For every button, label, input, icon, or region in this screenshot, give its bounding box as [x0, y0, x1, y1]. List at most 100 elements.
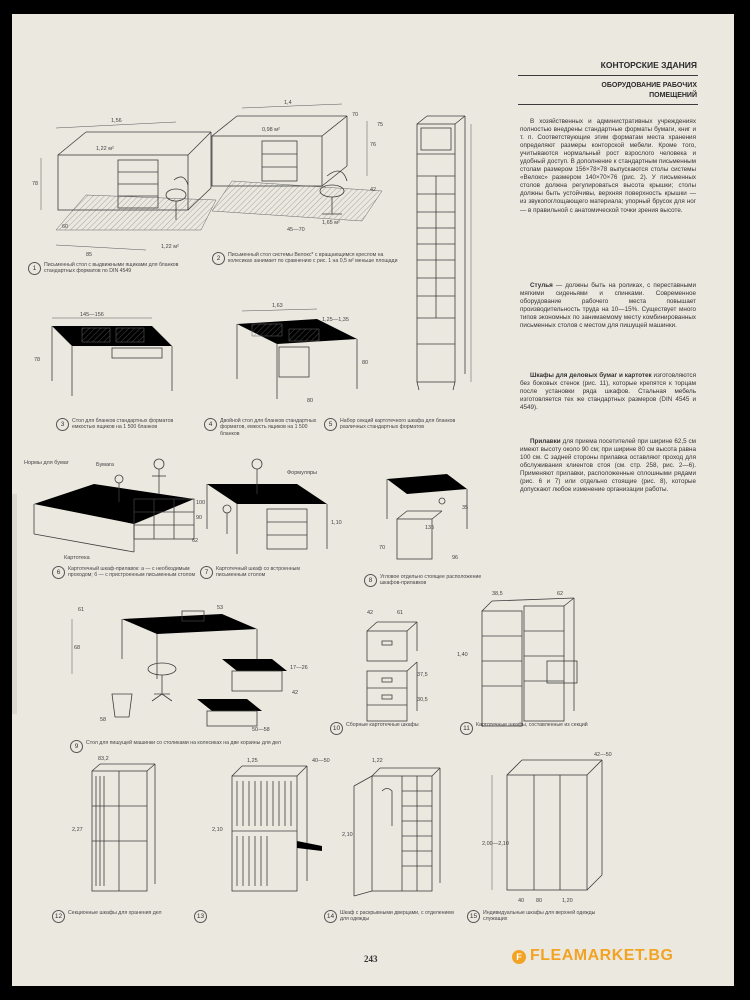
- f13-label-210: 2,10: [212, 827, 223, 833]
- f9-label-42: 42: [292, 690, 298, 696]
- caption-10-text: Сборные картотечные шкафы: [346, 722, 419, 728]
- f2-label-area2: 1,65 м²: [322, 220, 340, 226]
- body-paragraph-1: В хозяйственных и административных учреж…: [520, 118, 696, 214]
- caption-6-text: Картотечный шкаф-прилавок: а — с необход…: [68, 566, 196, 579]
- f9-label-61: 61: [78, 607, 84, 613]
- f4-label-80b: 80: [307, 398, 313, 404]
- caption-5-number: 5: [324, 418, 337, 431]
- caption-10-number: 10: [330, 722, 343, 735]
- figure-7-cabinet-with-desk: Формуляры 1,10: [206, 458, 342, 554]
- f9-label-53: 53: [217, 605, 223, 611]
- figure-9-typewriter-table: 61 68 53 17—26 42 50—58 58: [71, 605, 308, 733]
- figure-5-card-cabinet-stack: [416, 115, 472, 391]
- f11-label-62: 62: [557, 591, 563, 597]
- figure-11-sectional-card-cabinets: 38,5 62 1,40: [457, 591, 578, 727]
- f7-label-forms: Формуляры: [287, 470, 317, 476]
- f10-label-37: 37,5: [417, 672, 428, 678]
- caption-7-number: 7: [200, 566, 213, 579]
- figure-2-velox-desk: 1,4 0,98 м² 70 76 75 42 1,65 м² 45—70: [211, 100, 383, 233]
- body-paragraph-cabinets: Шкафы для деловых бумаг и картотек изгот…: [520, 372, 696, 412]
- caption-5-text: Набор секций картотечного шкафа для блан…: [340, 418, 456, 431]
- f12-label-227: 2,27: [72, 827, 83, 833]
- f3-label-78: 78: [34, 357, 40, 363]
- f8-label-35: 35: [462, 505, 468, 511]
- caption-15-text: Индивидуальные шкафы для верхней одежды …: [483, 910, 596, 923]
- caption-6-number: 6: [52, 566, 65, 579]
- page-number: 243: [364, 954, 378, 964]
- f15-label-42-50: 42—50: [594, 752, 612, 758]
- f8-label-96: 96: [452, 555, 458, 561]
- caption-9-number: 9: [70, 740, 83, 753]
- f1-label-85: 85: [86, 252, 92, 258]
- caption-13-number: 13: [194, 910, 207, 923]
- f6-label-90: 90: [196, 515, 202, 521]
- f2-label-76: 76: [370, 142, 376, 148]
- f9-label-17-26: 17—26: [290, 665, 308, 671]
- figure-4-double-desk: 1,63 1,25—1,35 80 80: [236, 303, 368, 404]
- caption-3-number: 3: [56, 418, 69, 431]
- caption-4-number: 4: [204, 418, 217, 431]
- title-rule: [518, 75, 698, 76]
- f1-label-width: 1,56: [111, 118, 122, 124]
- f13-label-40-50: 40—50: [312, 758, 330, 764]
- f4-label-range: 1,25—1,35: [322, 317, 349, 323]
- caption-8-text: Угловое отдельно стоящее расположение шк…: [380, 574, 482, 587]
- f9-label-68: 68: [74, 645, 80, 651]
- watermark-logo-icon: F: [512, 950, 526, 964]
- caption-4-text: Двойной стол для бланков стандартных фор…: [220, 418, 317, 437]
- subsection-title-line1: ОБОРУДОВАНИЕ РАБОЧИХ: [601, 82, 697, 89]
- f2-label-area: 0,98 м²: [262, 127, 280, 133]
- chairs-lead: Стулья: [530, 282, 553, 289]
- f10-label-42: 42: [367, 610, 373, 616]
- figure-8-corner-counter: 135 70 96 35: [379, 474, 468, 561]
- caption-12-number: 12: [52, 910, 65, 923]
- figure-13-tambour-cabinet: 1,25 40—50 2,10: [212, 758, 330, 892]
- figure-6-counter-cabinet: Нормы для бумаг Картотека 90 100 62 Бума…: [24, 458, 205, 561]
- caption-7-text: Картотечный шкаф со встроенным письменны…: [216, 566, 300, 579]
- subtitle-rule: [518, 104, 698, 105]
- f11-label-38: 38,5: [492, 591, 503, 597]
- f10-label-30: 30,5: [417, 697, 428, 703]
- f3-label-width: 145—156: [80, 312, 104, 318]
- f13-label-125: 1,25: [247, 758, 258, 764]
- f14-label-122: 1,22: [372, 758, 383, 764]
- f15-label-height: 2,00—2,10: [482, 841, 509, 847]
- caption-12-text: Секционные шкафы для хранения дел: [68, 910, 162, 916]
- figure-10-modular-card-cabinets: 42 61 37,5 30,5: [366, 610, 428, 722]
- figure-15-personal-wardrobes: 42—50 2,00—2,10 40 80 1,20: [482, 752, 612, 904]
- f8-label-135: 135: [425, 525, 434, 531]
- f7-label-110: 1,10: [331, 520, 342, 526]
- f2-label-42: 42: [370, 187, 376, 193]
- document-page: КОНТОРСКИЕ ЗДАНИЯ ОБОРУДОВАНИЕ РАБОЧИХ П…: [12, 14, 734, 986]
- f1-label-height: 78: [32, 181, 38, 187]
- caption-8-number: 8: [364, 574, 377, 587]
- f15-label-80: 80: [536, 898, 542, 904]
- f9-label-50-58: 50—58: [252, 727, 270, 733]
- f6-label-norms: Нормы для бумаг: [24, 460, 69, 466]
- figure-14-wardrobe-cabinet: 1,22 2,10: [342, 758, 441, 897]
- caption-1-text: Письменный стол с выдвижными ящиками для…: [44, 262, 179, 275]
- watermark-text: FLEAMARKET.BG: [530, 947, 674, 964]
- body-paragraph-chairs: Стулья — должны быть на роликах, с перес…: [520, 282, 696, 330]
- subsection-title-line2: ПОМЕЩЕНИЙ: [649, 92, 697, 99]
- caption-14-text: Шкаф с раскрывными дверцами, с отделение…: [340, 910, 454, 923]
- f10-label-61: 61: [397, 610, 403, 616]
- counters-lead: Прилавки: [530, 438, 561, 445]
- f14-label-210: 2,10: [342, 832, 353, 838]
- f6-label-100: 100: [196, 500, 205, 506]
- caption-2-number: 2: [212, 252, 225, 265]
- f2-label-range: 45—70: [287, 227, 305, 233]
- f1-label-depth: 60: [62, 224, 68, 230]
- figure-3-form-desk: 145—156 78: [34, 312, 173, 396]
- caption-11-number: 11: [460, 722, 473, 735]
